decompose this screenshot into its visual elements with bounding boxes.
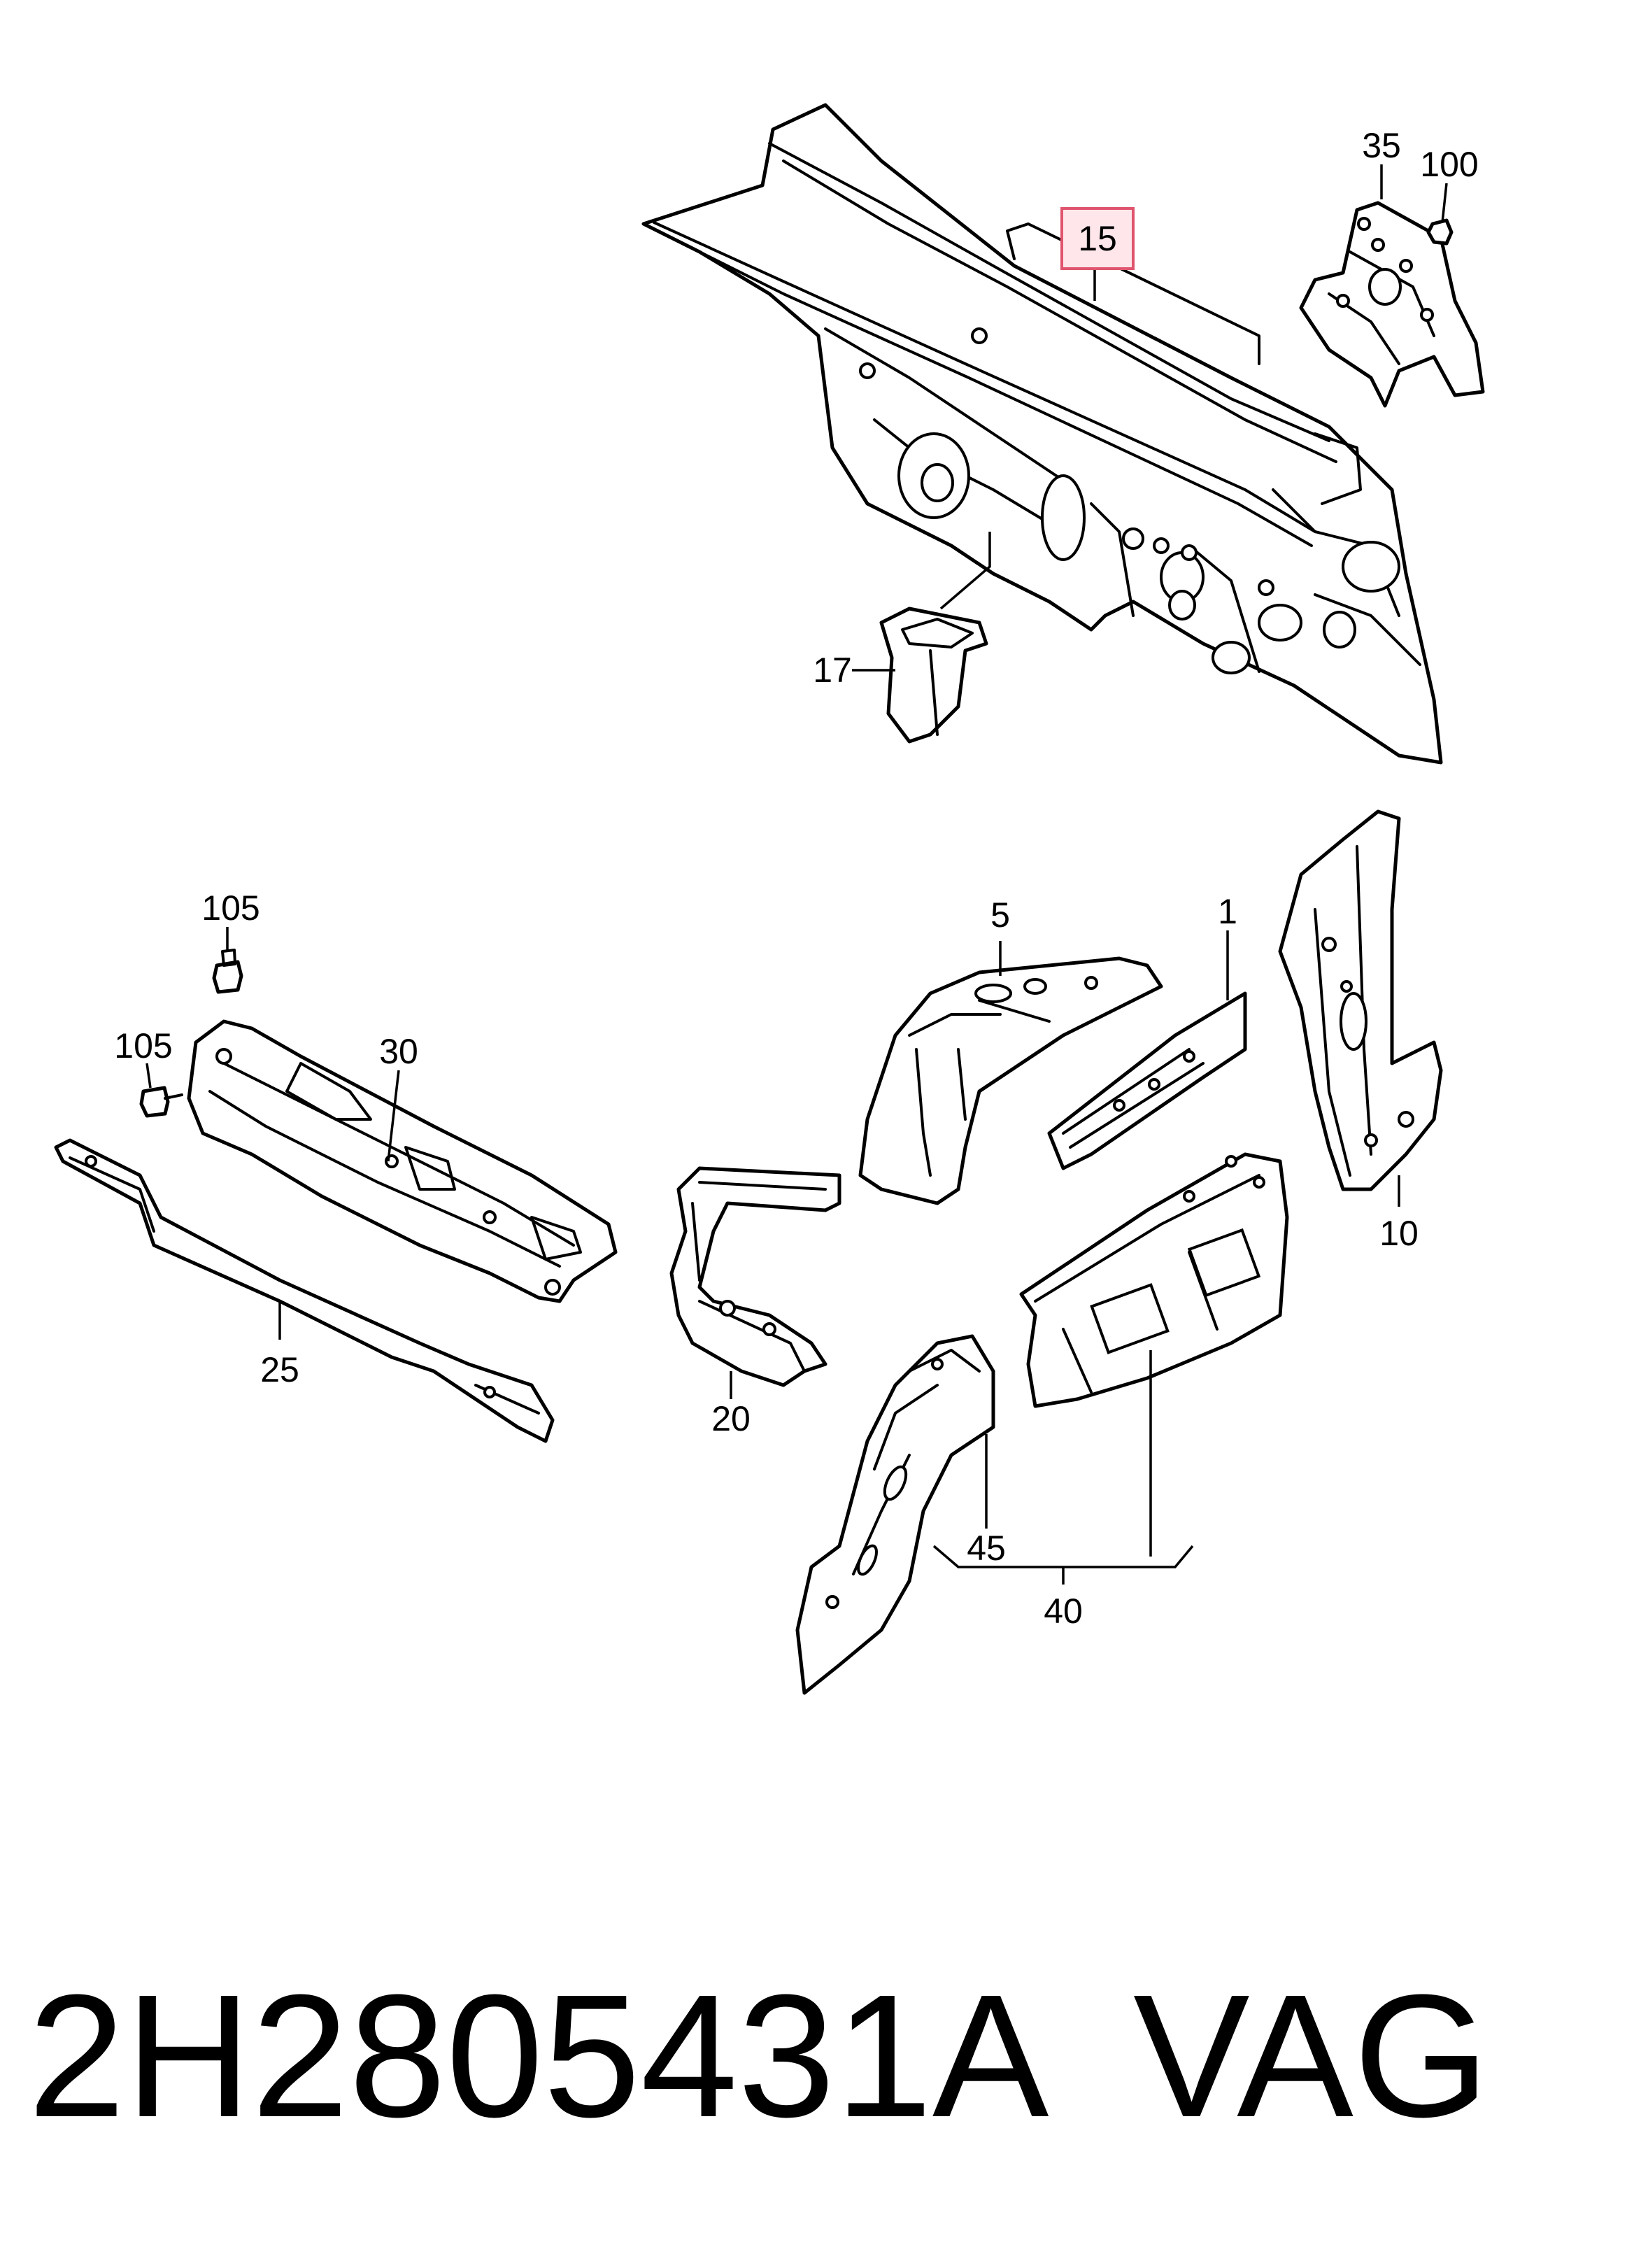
callout-100: 100 [1420,145,1478,184]
callout-105-lower: 105 [114,1026,172,1065]
part-35-bracket [1299,201,1485,408]
caption: 2H2805431A VAG [28,1958,1489,2153]
part-17-drain-grommet [879,607,988,744]
part-30-cross-member [187,1019,618,1303]
part-15-bulkhead-panel [641,103,1443,765]
callout-10: 10 [1379,1214,1419,1253]
leader-lines [145,164,1448,1585]
part-1-side-member [1047,991,1247,1170]
callout-30: 30 [379,1032,418,1071]
callout-17: 17 [813,651,852,690]
part-10-a-pillar [1278,809,1443,1191]
part-45-lower-pillar [795,1334,995,1695]
part-105-bolt-lower [139,1086,183,1118]
callout-1: 1 [1218,892,1237,931]
part-20-bracket [669,1166,841,1387]
callout-5: 5 [990,895,1010,935]
callout-45: 45 [967,1529,1006,1568]
callout-40: 40 [1044,1592,1083,1631]
part-105-bolt-upper [212,949,243,994]
callout-15: 15 [1078,219,1117,258]
callout-25: 25 [260,1350,299,1389]
part-40-longitudinal-member [1019,1152,1289,1408]
part-5-upper-rail [858,956,1163,1205]
callout-labels: 15 17 35 100 105 105 30 25 20 5 1 10 45 … [114,126,1478,1631]
callout-105-upper: 105 [201,888,260,928]
brand: VAG [1133,1958,1489,2153]
part-100-clip [1426,218,1454,246]
callout-highlight-box [1060,207,1135,270]
callout-35: 35 [1362,126,1401,165]
part-25-rail [54,1138,555,1443]
part-number: 2H2805431A [28,1958,1049,2153]
callout-20: 20 [711,1399,751,1438]
